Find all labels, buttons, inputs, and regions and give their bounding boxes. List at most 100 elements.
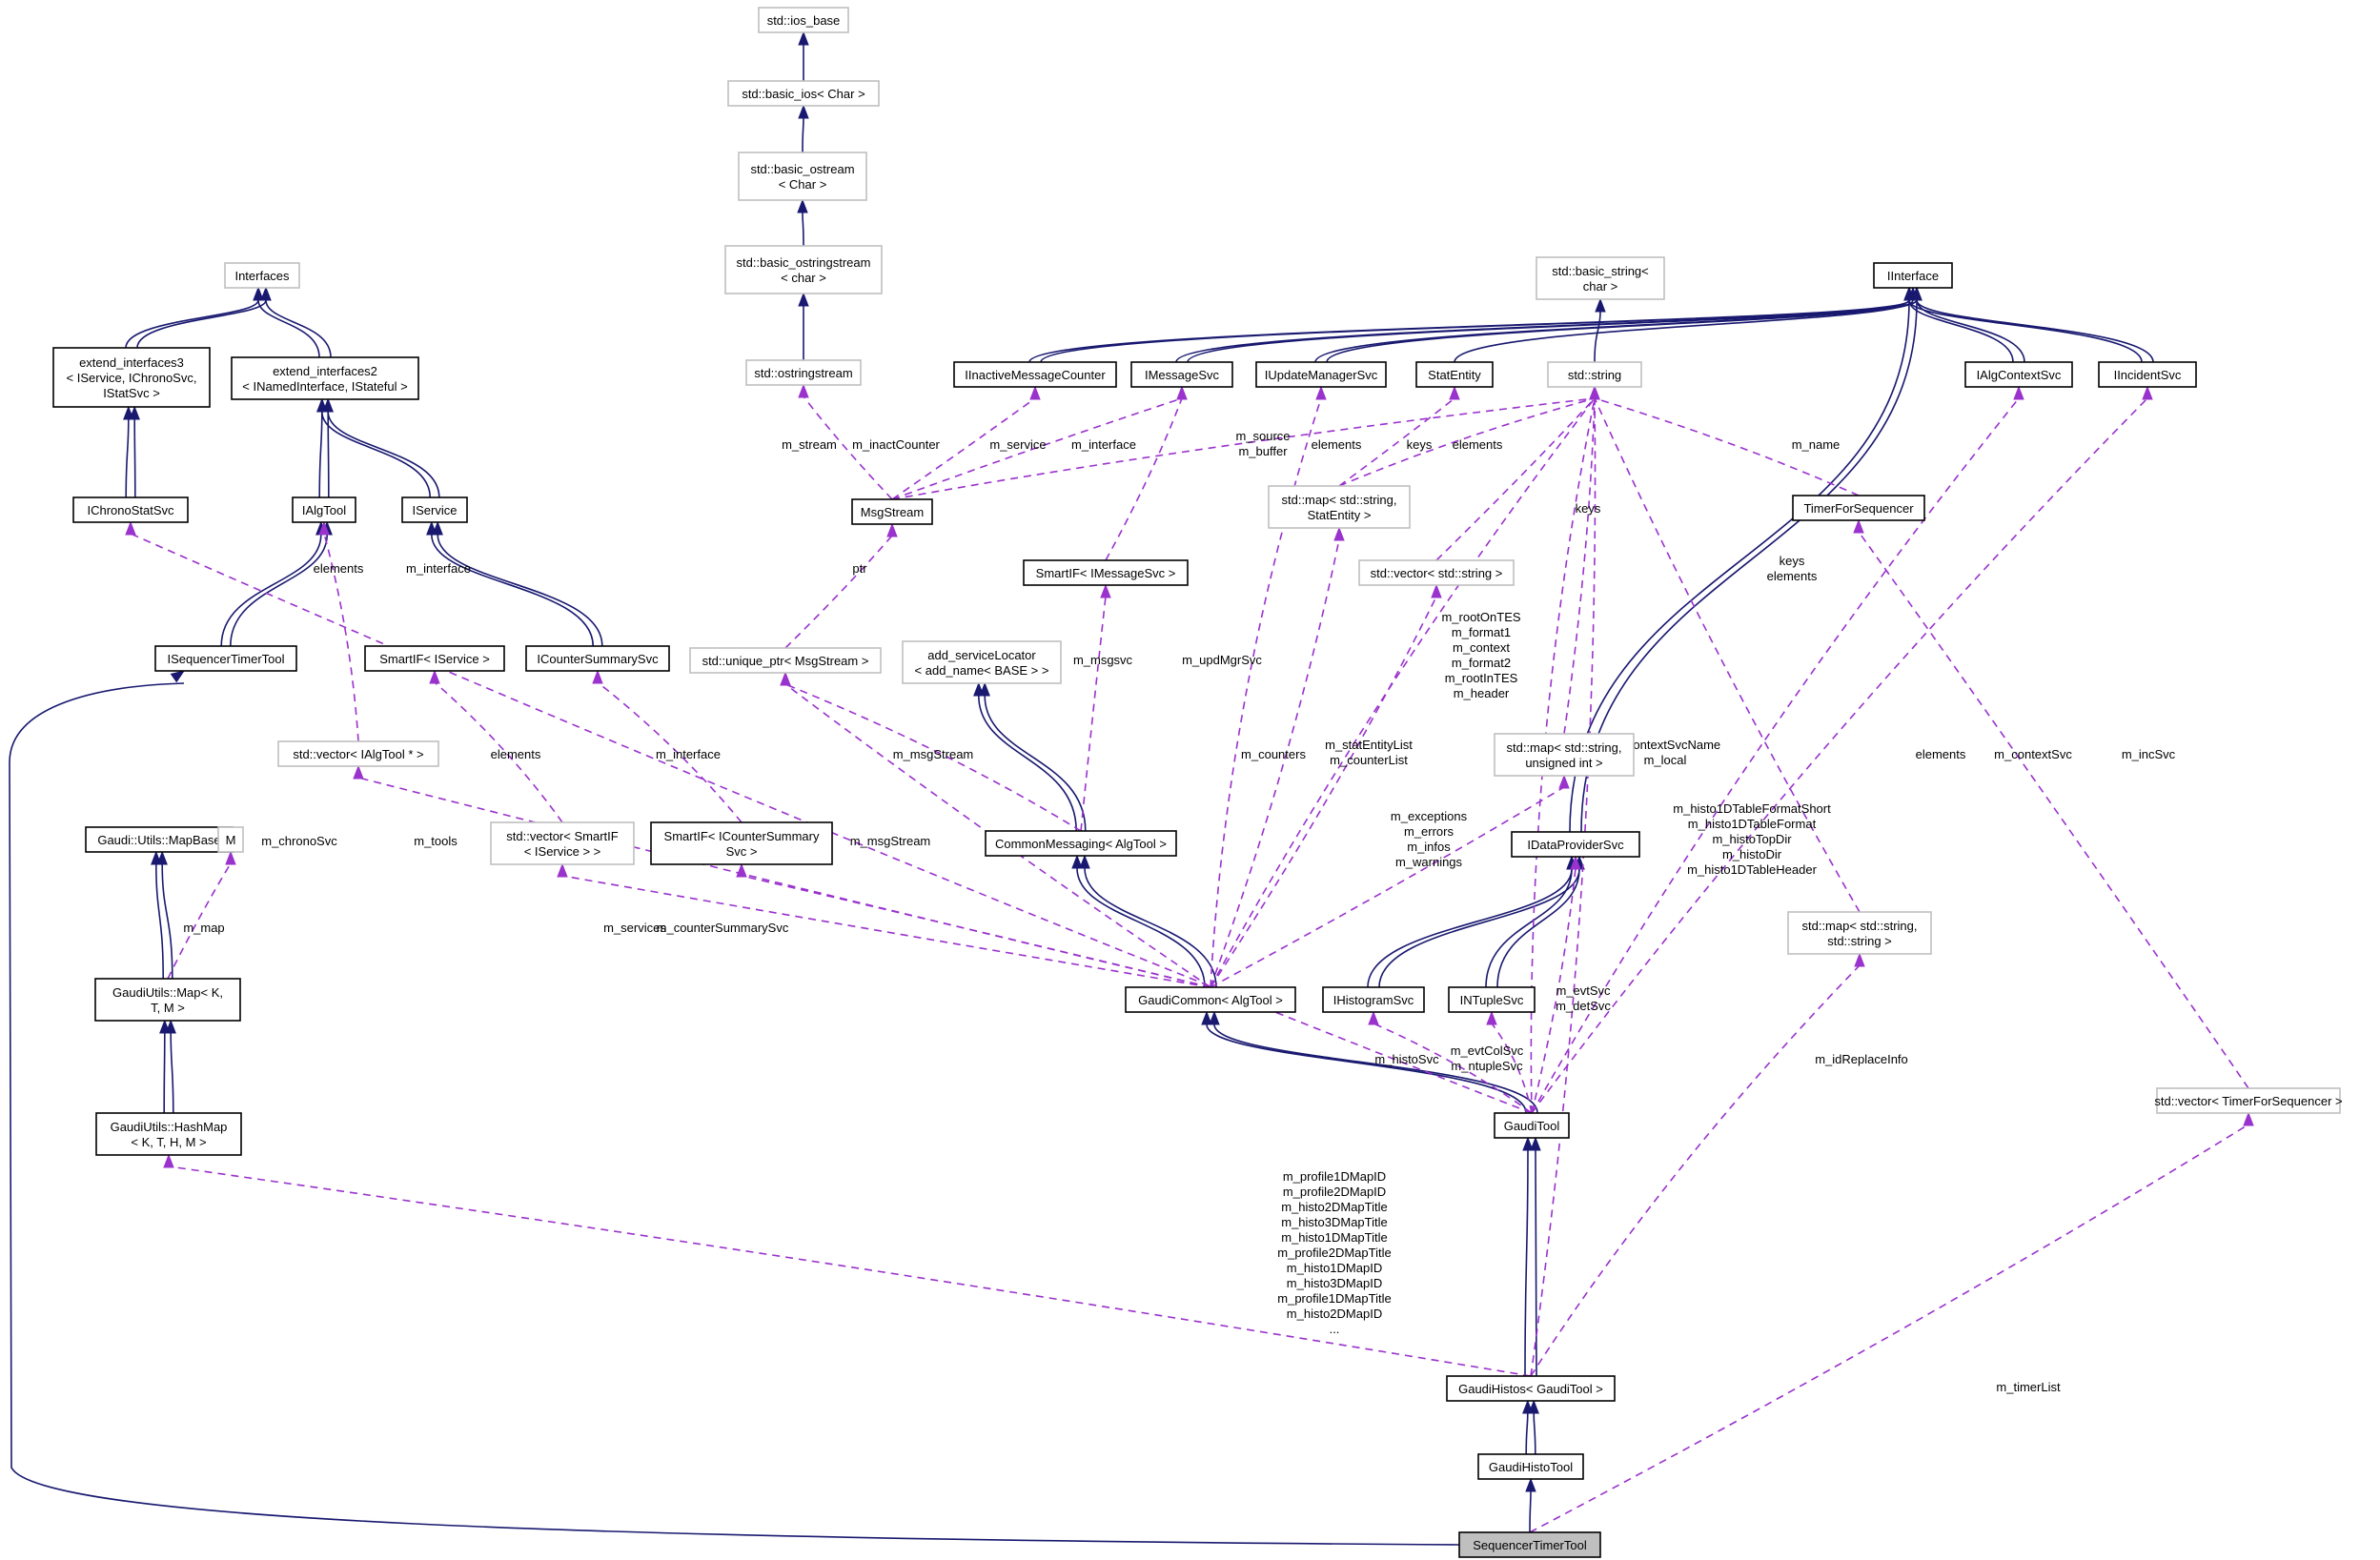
- usage-edge-vec_sif-sif_iservice: [429, 669, 563, 823]
- edge-label-lbl-m-interface-msg: m_interface: [1071, 437, 1136, 452]
- inherit-edge-gaudihistotool-gaudihistos: [1528, 1399, 1539, 1455]
- class-node-intuple[interactable]: INTupleSvc: [1448, 986, 1536, 1013]
- edge-label-lbl-elements-stat: elements: [1312, 437, 1362, 452]
- class-node-gaudihistotool[interactable]: GaudiHistoTool: [1477, 1453, 1584, 1480]
- class-node-gauditool[interactable]: GaudiTool: [1494, 1112, 1570, 1139]
- edge-label-lbl-idreplace: m_idReplaceInfo: [1815, 1052, 1908, 1066]
- inherit-edge-gaudicommon-commonmsg: [1079, 854, 1217, 988]
- edge-label-lbl-m-stream: m_stream: [782, 437, 837, 452]
- inherit-edge-gu_map-mapbase: [156, 850, 173, 980]
- usage-edge-gaudicommon-iupdatemgr: [1210, 385, 1327, 988]
- inherit-edge-gaudicommon-commonmsg: [1071, 854, 1206, 988]
- class-node-label: IAlgContextSvc: [1977, 368, 2062, 382]
- class-node-sif-iservice[interactable]: SmartIF< IService >: [364, 645, 505, 672]
- class-node-label: GaudiHistoTool: [1489, 1460, 1573, 1474]
- edge-label-lbl-ptr: ptr: [852, 561, 867, 576]
- inherit-edge-ostringstream-basic_ostringstream: [798, 292, 809, 360]
- class-node-ialgcontext[interactable]: IAlgContextSvc: [1964, 361, 2073, 388]
- inherit-edge-seqtimertool-iseqtimer: [9, 670, 1460, 1546]
- class-node-msgstream[interactable]: MsgStream: [851, 498, 933, 525]
- class-node-label: TimerForSequencer: [1803, 501, 1914, 516]
- edge-label-lbl-m-incsvc: m_incSvc: [2122, 747, 2176, 761]
- inherit-edge-icountersummary-iservice: [432, 520, 603, 647]
- usage-edge-vec_timer-timerforseq: [1853, 518, 2249, 1089]
- class-node-timerforseq[interactable]: TimerForSequencer: [1792, 495, 1925, 521]
- edge-label-lbl-m-msgsvc: m_msgsvc: [1073, 653, 1133, 667]
- class-node-iinterface[interactable]: IInterface: [1873, 262, 1953, 289]
- inherit-edge-gu_hashmap-gu_map: [165, 1019, 176, 1114]
- usage-edge-sif_ics-icountersummary: [592, 669, 742, 823]
- class-node-label: SmartIF< IMessageSvc >: [1036, 566, 1176, 580]
- class-node-iincident[interactable]: IIncidentSvc: [2098, 361, 2197, 388]
- class-node-ialgtool[interactable]: IAlgTool: [292, 496, 356, 523]
- class-node-idataprov[interactable]: IDataProviderSvc: [1511, 831, 1640, 858]
- class-node-label: GaudiUtils::Map< K,: [112, 985, 223, 1000]
- usage-edge-gaudicommon-map_stat: [1210, 526, 1345, 988]
- class-node-label: GaudiTool: [1504, 1119, 1560, 1133]
- class-node-label: StatEntity >: [1308, 508, 1372, 522]
- class-node-ext3[interactable]: extend_interfaces3< IService, IChronoSvc…: [52, 347, 211, 408]
- class-node-iinactive[interactable]: IInactiveMessageCounter: [953, 361, 1117, 388]
- class-node-map-stat: std::map< std::string,StatEntity >: [1268, 485, 1411, 529]
- class-node-basic-ostream: std::basic_ostream< Char >: [738, 152, 867, 201]
- edge-label-lbl-m-updmgr: m_updMgrSvc: [1182, 653, 1262, 667]
- inherit-edge-idataprov-iinterface: [1569, 286, 1915, 833]
- class-node-iservice[interactable]: IService: [401, 496, 468, 523]
- inherit-edge-ext2-interfaces: [260, 286, 332, 358]
- class-node-label: Svc >: [726, 844, 758, 859]
- usage-edge-gauditool-ihisto: [1368, 1010, 1533, 1114]
- class-node-iupdatemgr[interactable]: IUpdateManagerSvc: [1255, 361, 1387, 388]
- class-node-label: M: [226, 833, 236, 847]
- edge-label-lbl-m-interface-svc: m_interface: [406, 561, 471, 576]
- class-node-mapbase[interactable]: Gaudi::Utils::MapBase: [85, 826, 234, 853]
- class-node-seqtimertool[interactable]: SequencerTimerTool: [1458, 1531, 1601, 1558]
- edge-label-lbl-keys-stat: keys: [1407, 437, 1433, 452]
- usage-edge-seqtimertool-vec_timer: [1529, 1111, 2254, 1533]
- edge-label-lbl-m-counters: m_counters: [1241, 747, 1306, 761]
- inherit-edge-basic_ostringstream-basic_ostream: [797, 198, 808, 247]
- class-node-sif-imsg[interactable]: SmartIF< IMessageSvc >: [1023, 559, 1189, 586]
- class-node-addsvcloc: add_serviceLocator< add_name< BASE > >: [902, 640, 1062, 684]
- class-node-label: std::unique_ptr< MsgStream >: [702, 654, 869, 668]
- class-node-label: CommonMessaging< AlgTool >: [995, 837, 1167, 851]
- class-node-label: IIncidentSvc: [2114, 368, 2182, 382]
- edge-label-lbl-elements-vecstr: elements: [1453, 437, 1503, 452]
- edge-label-lbl-m-msgstream-gc: m_msgStream: [850, 834, 931, 848]
- class-node-label: std::map< std::string,: [1506, 740, 1621, 755]
- class-node-gu-map[interactable]: GaudiUtils::Map< K,T, M >: [94, 978, 241, 1022]
- usage-edge-msgstream-iinactive: [891, 385, 1041, 500]
- class-node-ihisto[interactable]: IHistogramSvc: [1322, 986, 1425, 1013]
- class-node-gu-hashmap[interactable]: GaudiUtils::HashMap< K, T, H, M >: [95, 1112, 242, 1156]
- inherit-edge-iservice-ext2: [322, 397, 440, 498]
- class-node-label: GaudiCommon< AlgTool >: [1138, 993, 1283, 1007]
- class-node-imessagesvc[interactable]: IMessageSvc: [1130, 361, 1233, 388]
- class-node-basic-ios: std::basic_ios< Char >: [727, 80, 880, 107]
- class-node-label: SmartIF< ICounterSummary: [664, 829, 820, 843]
- class-node-sif-ics[interactable]: SmartIF< ICounterSummarySvc >: [650, 821, 833, 865]
- class-node-commonmsg[interactable]: CommonMessaging< AlgTool >: [985, 830, 1177, 857]
- class-node-gaudicommon[interactable]: GaudiCommon< AlgTool >: [1125, 986, 1296, 1013]
- class-node-statentity[interactable]: StatEntity: [1415, 361, 1494, 388]
- class-node-label: IAlgTool: [302, 503, 346, 517]
- class-node-label: std::vector< SmartIF: [506, 829, 618, 843]
- usage-edge-gaudicommon-vec_string: [1210, 583, 1442, 988]
- class-node-ext2[interactable]: extend_interfaces2< INamedInterface, ISt…: [231, 356, 419, 400]
- class-node-ichronostat[interactable]: IChronoStatSvc: [72, 496, 189, 523]
- class-node-vec-sif: std::vector< SmartIF< IService > >: [490, 821, 635, 865]
- class-node-iseqtimer[interactable]: ISequencerTimerTool: [154, 645, 297, 672]
- class-node-label: < Char >: [779, 177, 827, 192]
- class-node-label: IDataProviderSvc: [1527, 838, 1624, 852]
- class-node-vec-timer: std::vector< TimerForSequencer >: [2154, 1087, 2343, 1114]
- usage-edge-gu_map-M: [167, 850, 236, 980]
- class-node-label: GaudiUtils::HashMap: [111, 1120, 228, 1134]
- class-node-stdstring: std::string: [1547, 361, 1642, 388]
- class-node-gaudihistos[interactable]: GaudiHistos< GaudiTool >: [1446, 1375, 1616, 1402]
- class-node-icountersummary[interactable]: ICounterSummarySvc: [525, 645, 670, 672]
